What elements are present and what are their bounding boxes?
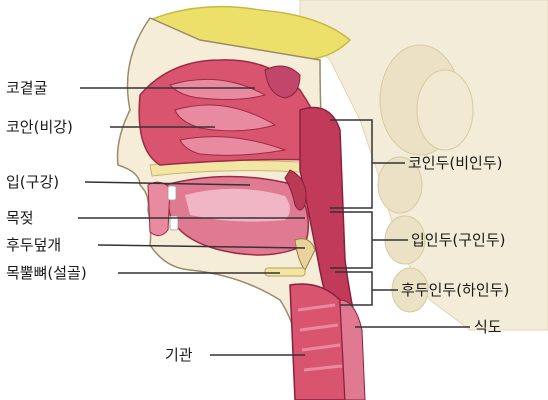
label-sinus: 코곁굴 [6,79,47,97]
label-laryngopharynx: 후두인두(하인두) [401,281,509,299]
label-trachea: 기관 [165,346,193,364]
label-oropharynx: 입인두(구인두) [411,231,506,249]
label-uvula: 목젖 [6,209,34,227]
label-nasal-cavity: 코안(비강) [6,118,73,136]
label-nasopharynx: 코인두(비인두) [408,154,503,172]
esophagus-shape [340,300,365,400]
oral-cavity-light [185,189,290,222]
lips [148,182,170,235]
hyoid-shape [265,268,305,276]
label-epiglottis: 후두덮개 [6,236,61,254]
label-hyoid: 목뿔뼈(설골) [6,264,87,282]
label-esophagus: 식도 [474,318,502,336]
trachea-shape [290,284,345,400]
label-mouth: 입(구강) [6,173,59,191]
